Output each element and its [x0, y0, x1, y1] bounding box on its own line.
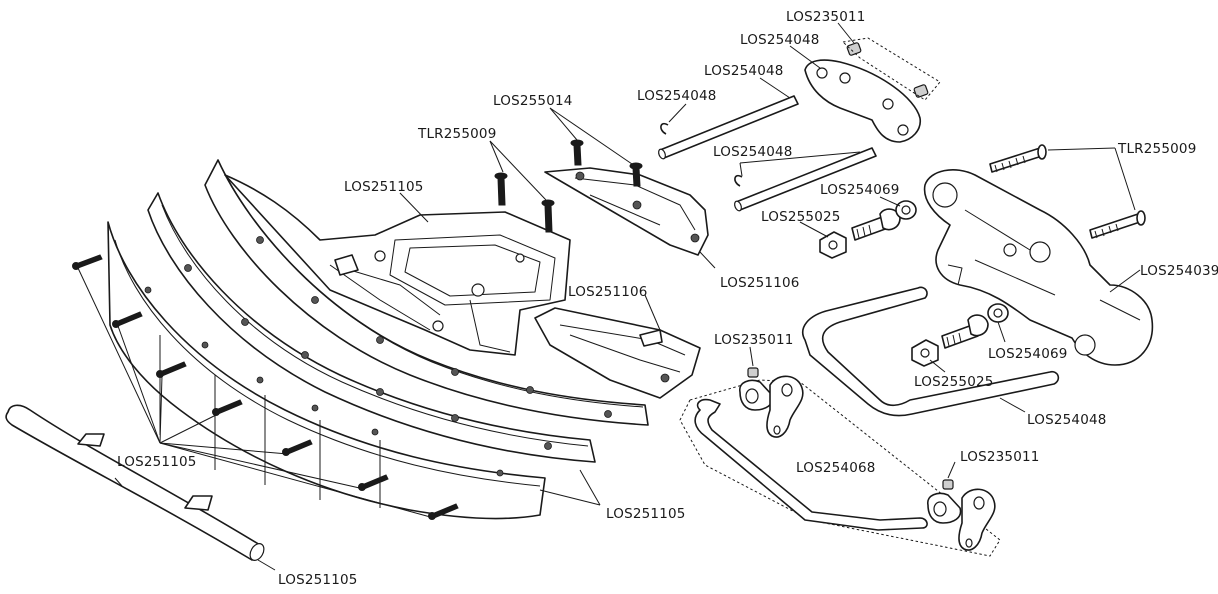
e-clip-upper — [660, 122, 669, 135]
callout-labels: LOS235011 LOS254048 LOS254048 LOS254048 … — [117, 9, 1218, 588]
skid-plate — [534, 307, 701, 399]
callout-los254039: LOS254039 — [1140, 263, 1218, 279]
bumper-arc-middle — [147, 192, 596, 463]
sway-link-group — [679, 367, 1001, 557]
bumper-screws — [72, 254, 459, 520]
callout-los255014: LOS255014 — [493, 93, 573, 109]
e-clip-lower — [734, 174, 743, 187]
callout-los254048-pin-short: LOS254048 — [713, 144, 793, 160]
callout-los254048-plate: LOS254048 — [740, 32, 820, 48]
mounting-plate — [804, 59, 922, 143]
set-screw-top — [841, 37, 941, 101]
ball-stud-bottom — [911, 303, 1009, 367]
callout-los254068: LOS254068 — [796, 460, 876, 476]
hub-carrier — [923, 169, 1154, 366]
hinge-pin-short — [734, 147, 877, 212]
callout-los251105-screws: LOS251105 — [117, 454, 197, 470]
callout-los251105-tube: LOS251105 — [278, 572, 358, 588]
hinge-pin-long — [658, 95, 799, 160]
callout-los251105-chassis: LOS251105 — [344, 179, 424, 195]
callout-los235011-top: LOS235011 — [786, 9, 866, 25]
leader-lines — [77, 22, 1141, 571]
callout-tlr255009-left: TLR255009 — [417, 126, 496, 142]
callout-los254048-pin-long: LOS254048 — [704, 63, 784, 79]
callout-los251106-skid: LOS251106 — [568, 284, 648, 300]
sway-bar — [802, 286, 1060, 417]
callout-los235011-mid: LOS235011 — [714, 332, 794, 348]
callout-los255025-bottom: LOS255025 — [914, 374, 994, 390]
upper-bracket — [544, 139, 709, 256]
callout-los255025-top: LOS255025 — [761, 209, 841, 225]
callout-los235011-bottom: LOS235011 — [960, 449, 1040, 465]
long-bolts — [989, 144, 1146, 239]
ball-stud-top — [819, 200, 917, 259]
bumper-arc-outer — [204, 159, 649, 426]
callout-los251106-bracket: LOS251106 — [720, 275, 800, 291]
callout-los254048-clip: LOS254048 — [637, 88, 717, 104]
callout-los254069-top: LOS254069 — [820, 182, 900, 198]
callout-los254069-bottom: LOS254069 — [988, 346, 1068, 362]
chassis-frame — [224, 174, 571, 356]
callout-los254048-swaybar: LOS254048 — [1027, 412, 1107, 428]
callout-los251105-bumper: LOS251105 — [606, 506, 686, 522]
chassis-screws — [494, 172, 555, 233]
callout-tlr255009-right: TLR255009 — [1117, 141, 1196, 157]
bumper-face-plate — [107, 221, 546, 520]
bumper-tube — [5, 404, 265, 561]
